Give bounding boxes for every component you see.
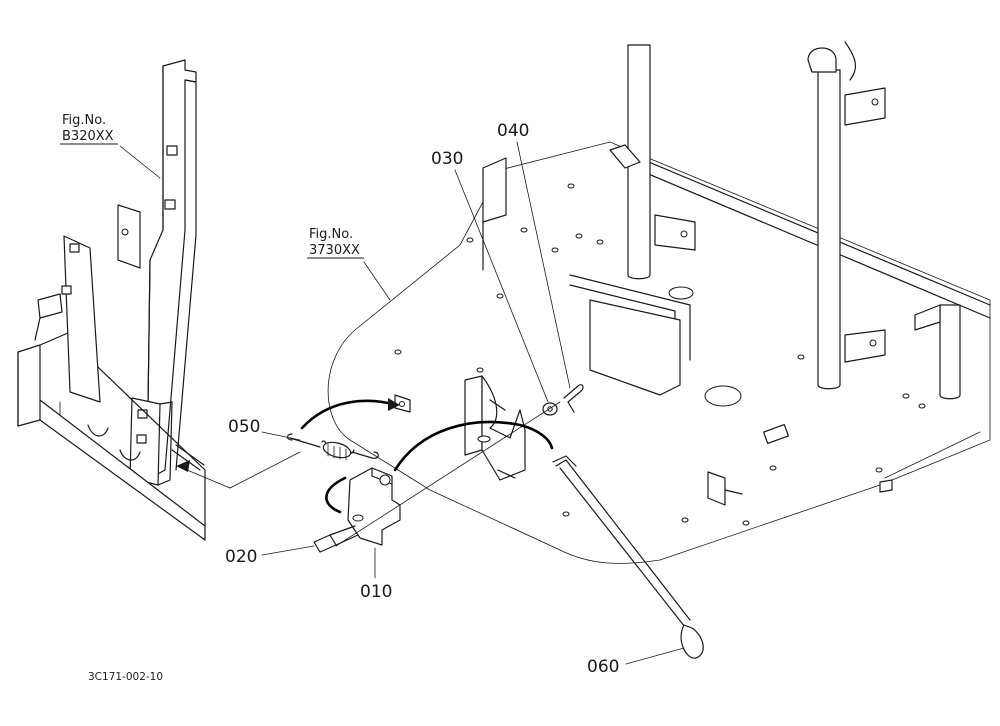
part-label-010: 010 <box>360 582 392 602</box>
assembly-lines <box>119 145 561 547</box>
latch-hook-bracket <box>464 375 526 481</box>
step-platform <box>327 41 991 564</box>
part-label-050: 050 <box>228 417 260 437</box>
figure-ref-3730xx: Fig.No. 3730XX <box>307 227 364 259</box>
part-010-latch <box>347 467 401 546</box>
part-label-040: 040 <box>497 121 529 141</box>
part-060-rod <box>552 455 704 659</box>
part-040-clip <box>563 384 584 413</box>
part-label-030: 030 <box>431 149 463 169</box>
drawing-code: 3C171-002-10 <box>88 671 163 683</box>
part-030-washer <box>542 402 558 416</box>
leader-lines <box>261 141 685 665</box>
part-020-pin <box>313 525 359 553</box>
left-frame-bracket <box>17 59 206 541</box>
part-050-spring <box>286 433 379 461</box>
fig-ref-3730xx-line2: 3730XX <box>309 243 360 258</box>
fig-ref-b320xx-line1: Fig.No. <box>62 113 106 128</box>
part-label-060: 060 <box>587 657 619 677</box>
fig-ref-3730xx-line1: Fig.No. <box>309 227 353 242</box>
figure-ref-b320xx: Fig.No. B320XX <box>60 113 118 145</box>
fig-ref-b320xx-line2: B320XX <box>62 129 114 144</box>
part-label-020: 020 <box>225 547 257 567</box>
